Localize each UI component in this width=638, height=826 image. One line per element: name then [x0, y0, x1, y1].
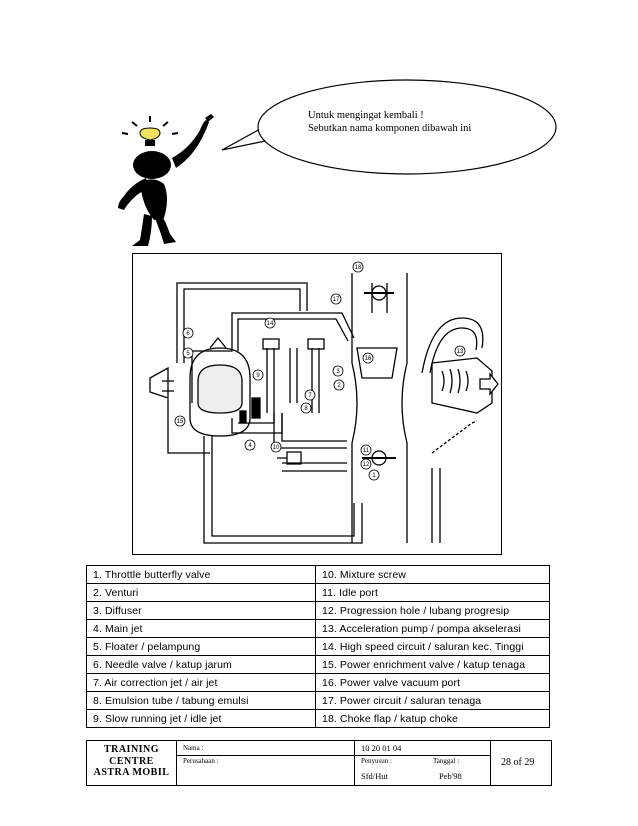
part-number-label: 17: [333, 297, 340, 303]
nama-label: Nama :: [183, 744, 204, 752]
part-number-label: 15: [177, 419, 184, 425]
part-number-label: 3: [336, 369, 340, 375]
table-cell: 18. Choke flap / katup choke: [315, 709, 550, 728]
table-cell: 13. Acceleration pump / pompa akselerasi: [315, 619, 550, 638]
table-cell: 3. Diffuser: [86, 601, 316, 620]
table-cell: 6. Needle valve / katup jarum: [86, 655, 316, 674]
part-number-label: 8: [304, 406, 308, 412]
penyusun-label: Penyusun :: [361, 757, 392, 765]
part-number-label: 6: [186, 331, 190, 337]
table-cell: 14. High speed circuit / saluran kec. Ti…: [315, 637, 550, 656]
part-number-marker: [360, 458, 372, 470]
tanggal-value: Peb'98: [439, 771, 462, 781]
table-cell: 2. Venturi: [86, 583, 316, 602]
part-number-label: 14: [267, 321, 274, 327]
table-cell: 8. Emulsion tube / tabung emulsi: [86, 691, 316, 710]
part-number-label: 16: [365, 356, 372, 362]
part-number-label: 10: [273, 445, 280, 451]
part-number-label: 11: [363, 448, 370, 454]
part-number-marker: [182, 327, 194, 339]
part-number-marker: [330, 293, 342, 305]
nama-perusahaan-cell: Nama : Perusahaan :: [177, 741, 355, 785]
table-cell: 1. Throttle butterfly valve: [86, 565, 316, 584]
org-name: TRAINING CENTRE ASTRA MOBIL: [87, 741, 177, 785]
document-footer: TRAINING CENTRE ASTRA MOBIL Nama : Perus…: [86, 740, 552, 786]
penyusun-value: Sfd/Hut: [361, 771, 388, 781]
part-number-marker: [352, 261, 364, 273]
lightbulb-icon: [121, 116, 179, 146]
table-cell: 4. Main jet: [86, 619, 316, 638]
part-number-marker: [174, 415, 186, 427]
callout-line-2: Sebutkan nama komponen dibawah ini: [308, 123, 472, 134]
stick-figure: [118, 114, 214, 246]
table-cell: 12. Progression hole / lubang progresip: [315, 601, 550, 620]
table-cell: 17. Power circuit / saluran tenaga: [315, 691, 550, 710]
part-number-label: 18: [355, 265, 362, 271]
table-cell: 7. Air correction jet / air jet: [86, 673, 316, 692]
document-code: 10 20 01 04: [361, 743, 402, 753]
page-number: 28 of 29: [501, 757, 535, 768]
part-number-marker: [368, 469, 380, 481]
speech-bubble: [221, 79, 557, 175]
part-number-marker: [300, 402, 312, 414]
thinking-figure-illustration: [118, 79, 557, 246]
part-number-label: 9: [256, 373, 260, 379]
part-number-label: 4: [248, 443, 252, 449]
table-cell: 9. Slow running jet / idle jet: [86, 709, 316, 728]
table-cell: 5. Floater / pelampung: [86, 637, 316, 656]
table-cell: 15. Power enrichment valve / katup tenag…: [315, 655, 550, 674]
part-number-label: 5: [186, 351, 190, 357]
part-number-marker: [182, 347, 194, 359]
org-line-1: TRAINING: [103, 744, 160, 755]
part-number-marker: [454, 345, 466, 357]
table-cell: 10. Mixture screw: [315, 565, 550, 584]
part-number-label: 7: [308, 393, 312, 399]
part-number-marker: [252, 369, 264, 381]
part-number-marker: [244, 439, 256, 451]
part-number-label: 2: [337, 383, 341, 389]
part-number-marker: [332, 365, 344, 377]
part-number-label: 13: [457, 349, 464, 355]
table-cell: 16. Power valve vacuum port: [315, 673, 550, 692]
perusahaan-label: Perusahaan :: [183, 757, 219, 765]
part-number-marker: [304, 389, 316, 401]
part-number-marker: [270, 441, 282, 453]
code-penyusun-cell: 10 20 01 04 Penyusun : Tanggal : Sfd/Hut…: [355, 741, 491, 785]
callout-line-1: Untuk mengingat kembali !: [308, 110, 424, 121]
part-number-label: 12: [363, 462, 370, 468]
org-line-3: ASTRA MOBIL: [93, 767, 170, 778]
part-number-marker: [264, 317, 276, 329]
part-number-marker: [362, 352, 374, 364]
tanggal-label: Tanggal :: [433, 757, 460, 765]
page-number-cell: 28 of 29: [491, 741, 551, 785]
part-number-label: 1: [372, 473, 376, 479]
org-line-2: CENTRE: [109, 755, 154, 767]
part-number-marker: [333, 379, 345, 391]
table-cell: 11. Idle port: [315, 583, 550, 602]
part-number-marker: [360, 444, 372, 456]
